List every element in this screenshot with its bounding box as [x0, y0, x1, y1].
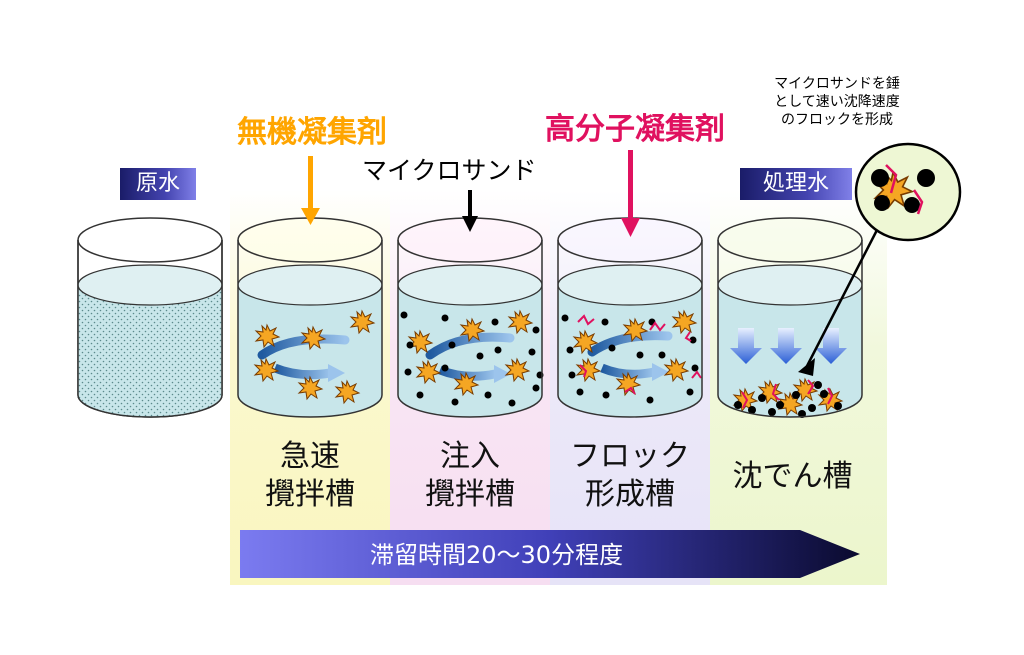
- tank-label-floc-formation: フロック 形成槽: [555, 438, 705, 514]
- settled-floc: [733, 378, 843, 418]
- note-line-2: として速い沈降速度: [774, 94, 900, 110]
- tank-label-line1: フロック: [570, 439, 690, 474]
- note-line-3: のフロックを形成: [781, 112, 893, 128]
- tank-label-settling: 沈でん槽: [720, 458, 865, 496]
- tank-settling: [717, 217, 863, 418]
- tank-floc-formation: [557, 217, 703, 418]
- tank-rapid-mixing: [237, 217, 383, 418]
- settling-arrows: [730, 328, 847, 364]
- polymer-coagulant-label: 高分子凝集剤: [545, 112, 725, 147]
- tank-injection-mixing: [397, 217, 544, 418]
- tank-label-rapid-mixing: 急速 攪拌槽: [240, 438, 380, 514]
- microsand-label: マイクロサンド: [362, 156, 537, 185]
- timebar-text: 滞留時間20～30分程度: [370, 541, 624, 569]
- tank-label-line2: 攪拌槽: [265, 477, 355, 512]
- callout-bubble: [798, 142, 962, 376]
- tank-label-line1: 沈でん槽: [732, 459, 853, 494]
- raw-water-label: 原水: [120, 168, 196, 200]
- tank-raw-water: [77, 217, 223, 418]
- tank-label-line1: 急速: [280, 439, 340, 474]
- treated-water-label: 処理水: [740, 168, 852, 200]
- timebar-arrow: [240, 530, 860, 578]
- tank-label-line2: 攪拌槽: [425, 477, 515, 512]
- polymer-arrow: [621, 150, 640, 237]
- microsand-arrow: [462, 190, 478, 232]
- tank-label-line1: 注入: [440, 439, 500, 474]
- inorganic-coagulant-label: 無機凝集剤: [237, 115, 387, 150]
- tank-label-injection-mixing: 注入 攪拌槽: [400, 438, 540, 514]
- note-line-1: マイクロサンドを錘: [774, 76, 900, 92]
- callout-note: マイクロサンドを錘 として速い沈降速度 のフロックを形成: [752, 75, 922, 129]
- inorganic-arrow: [301, 156, 320, 225]
- tank-label-line2: 形成槽: [585, 477, 675, 512]
